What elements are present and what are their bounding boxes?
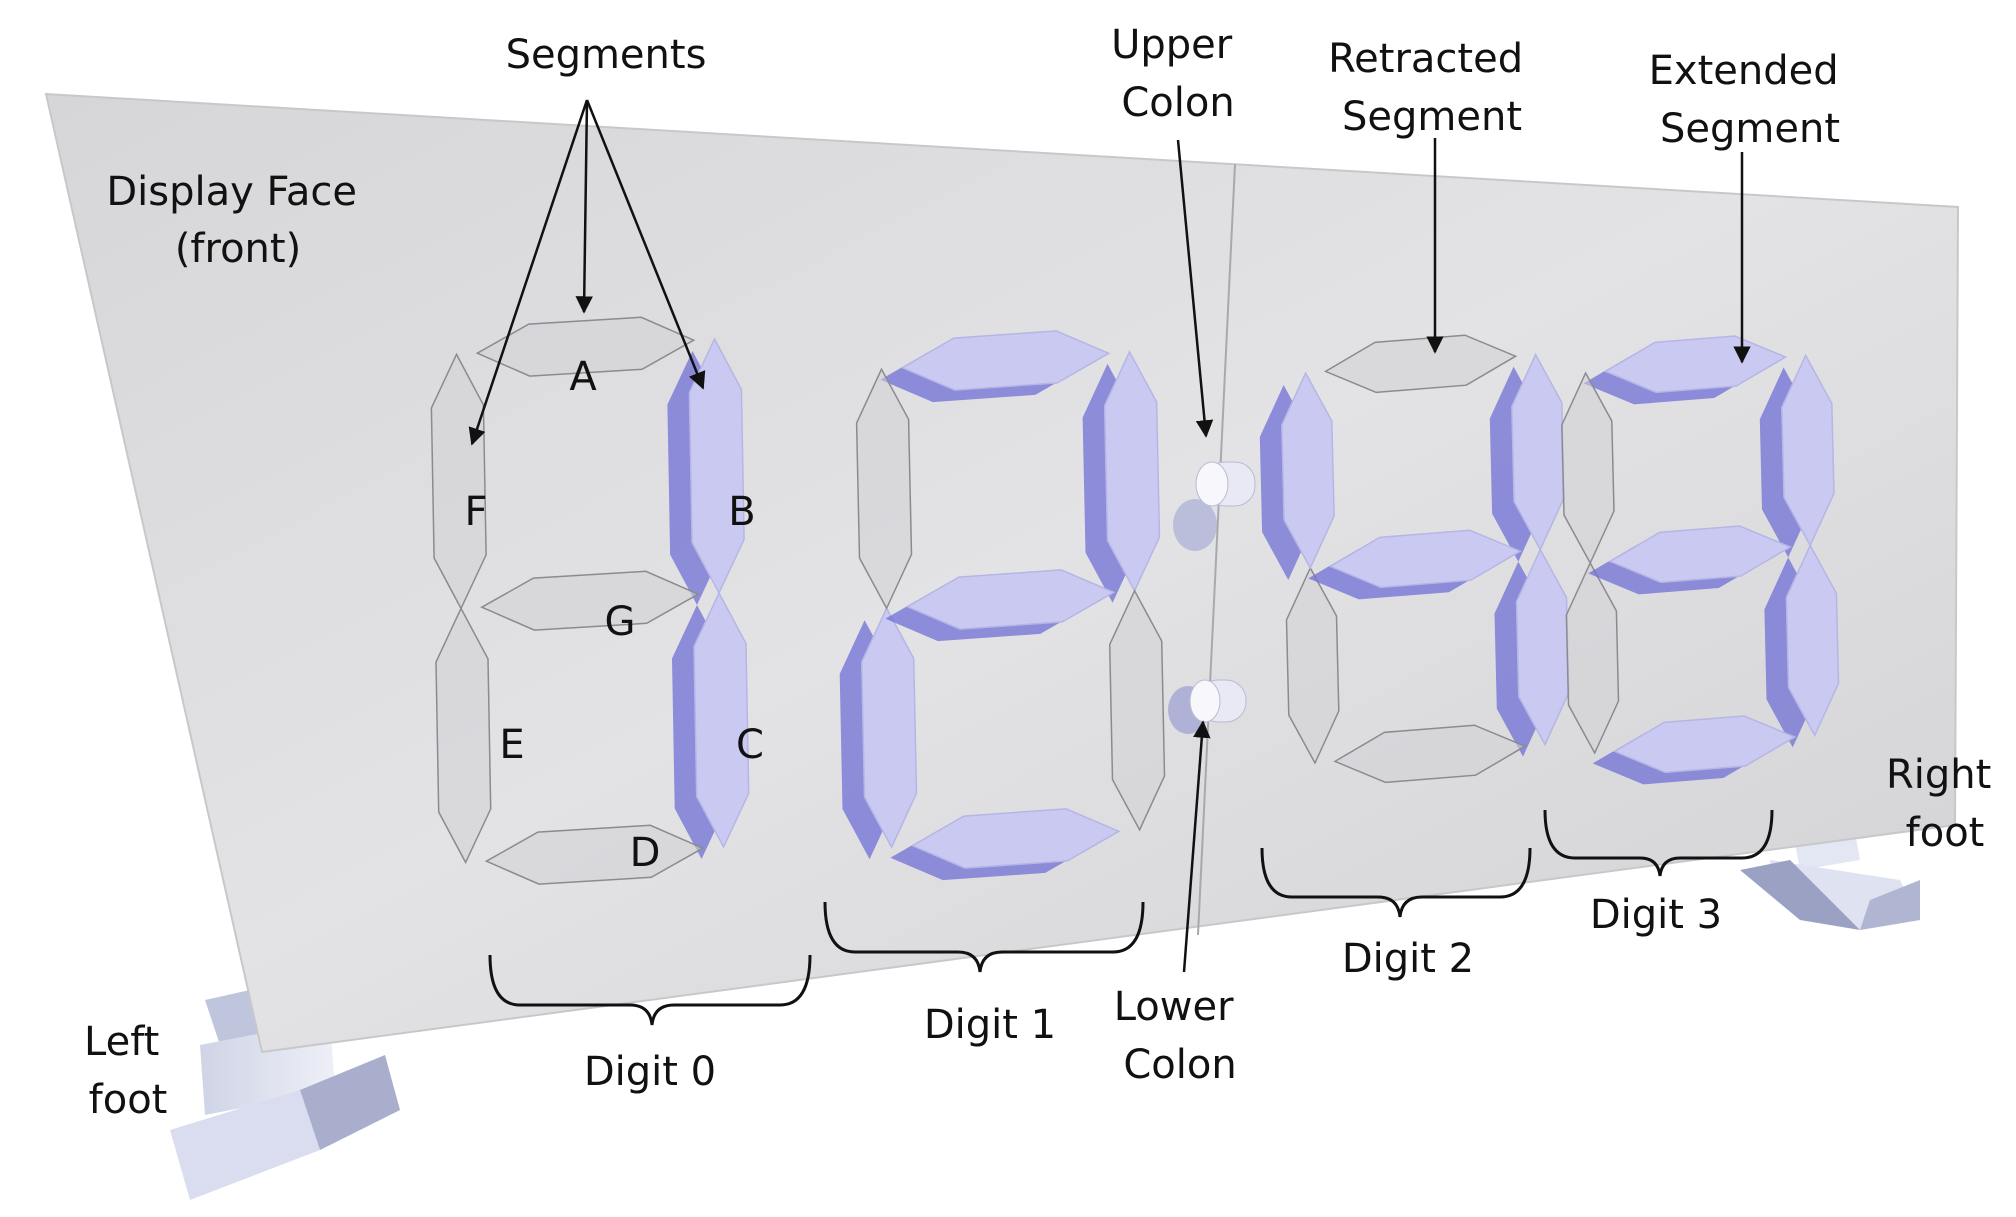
digit3-segment-f-retracted — [1561, 371, 1615, 565]
extended-segment-label: Extended Segment — [1649, 48, 1852, 152]
segments-label: Segments — [506, 32, 707, 78]
left-foot-label: Left foot — [84, 1019, 172, 1123]
segment-label-c: C — [736, 722, 764, 768]
digit2-segment-a-retracted — [1323, 334, 1518, 394]
digit1-segment-d-extended — [910, 808, 1121, 869]
digit-3-segments — [1561, 335, 1840, 785]
digit-0-brace — [488, 954, 812, 1026]
digit0-segment-c-extended — [693, 591, 750, 849]
upper-colon — [1173, 461, 1256, 551]
segment-label-g: G — [605, 599, 636, 645]
digit2-segment-c-extended — [1515, 547, 1570, 747]
digit3-segment-d-extended — [1613, 715, 1797, 774]
segment-label-d: D — [630, 830, 661, 876]
segment-label-a: A — [569, 354, 597, 400]
digit-1-segments — [839, 330, 1166, 881]
digit1-segment-c-retracted — [1108, 589, 1166, 832]
segments-arrows — [468, 99, 706, 446]
retracted-segment-label: Retracted Segment — [1328, 36, 1536, 140]
upper-colon-label: Upper Colon — [1111, 22, 1245, 126]
digit-2-brace — [1260, 847, 1532, 918]
digit-0-label: Digit 0 — [584, 1049, 716, 1095]
digit2-segment-f-extended — [1281, 371, 1335, 570]
display-face-label: Display Face (front) — [106, 169, 369, 272]
lower-colon-arrow — [1182, 720, 1211, 973]
digit-2-segments — [1259, 334, 1570, 784]
digit-3-brace — [1543, 809, 1774, 877]
digit3-segment-c-extended — [1785, 543, 1840, 738]
digit1-segment-e-extended — [860, 606, 918, 849]
segment-label-b: B — [728, 489, 755, 535]
digit-0-segments — [430, 316, 750, 885]
digit-2-label: Digit 2 — [1342, 936, 1474, 982]
digit0-segment-a-retracted — [475, 316, 696, 377]
digit-3-label: Digit 3 — [1590, 892, 1722, 938]
digit0-segment-f-retracted — [430, 352, 487, 611]
digit1-segment-f-retracted — [855, 367, 913, 610]
digit2-segment-d-retracted — [1333, 724, 1527, 784]
digit1-segment-g-extended — [905, 569, 1116, 630]
segment-label-f: F — [464, 489, 487, 535]
digit0-segment-d-retracted — [484, 824, 705, 885]
digit0-segment-g-retracted — [480, 570, 700, 631]
digit3-segment-g-extended — [1608, 525, 1792, 584]
upper-colon-arrow — [1176, 139, 1214, 438]
lower-colon-label: Lower Colon — [1114, 984, 1247, 1088]
digit-1-brace — [823, 901, 1145, 973]
digit-1-label: Digit 1 — [924, 1002, 1056, 1048]
segment-label-e: E — [499, 722, 524, 768]
panel-seam — [1197, 163, 1236, 936]
digit1-segment-a-extended — [900, 330, 1111, 391]
right-foot-label: Right foot — [1886, 752, 2004, 856]
digit2-segment-e-retracted — [1285, 566, 1340, 765]
digit2-segment-g-extended — [1328, 529, 1522, 589]
digit3-segment-e-retracted — [1565, 561, 1620, 755]
digit0-segment-e-retracted — [435, 606, 492, 865]
